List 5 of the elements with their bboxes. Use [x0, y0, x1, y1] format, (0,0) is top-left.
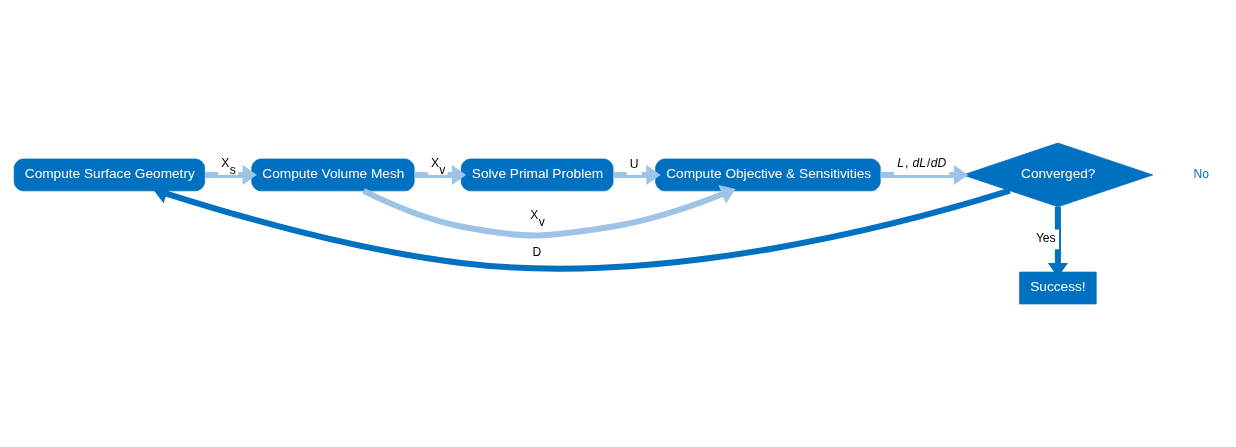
edge-label: D [532, 244, 542, 259]
edge-label: Yes [1035, 231, 1056, 246]
label: No [1193, 166, 1209, 181]
edge-label: L, dL/dD [897, 156, 947, 171]
edge-label: U [629, 156, 639, 171]
